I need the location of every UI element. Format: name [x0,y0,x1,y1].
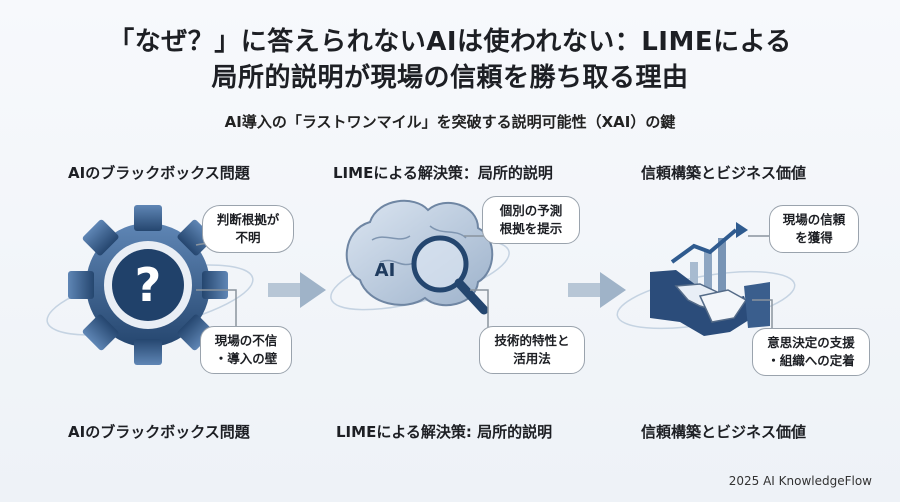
arrow-right-icon [268,272,326,308]
handshake-chart-icon [616,222,796,336]
callout-distrust-barrier: 現場の不信 ・導入の壁 [200,326,292,374]
credit-footer: 2025 AI KnowledgeFlow [728,474,872,488]
column-3-footer: 信頼構築とビジネス価値 [641,423,807,441]
page-title: 「なぜ？」に答えられないAIは使われない：LIMEによる 局所的説明が現場の信頼… [0,24,900,96]
page-subtitle: AI導入の「ラストワンマイル」を突破する説明可能性（XAI）の鍵 [224,113,676,131]
gear-question-icon: ? [46,205,254,365]
column-2-heading: LIMEによる解決策：局所的説明 [333,164,553,182]
column-1-heading: AIのブラックボックス問題 [68,164,250,182]
brain-ai-label: AI [375,260,396,281]
column-1-footer: AIのブラックボックス問題 [68,423,250,441]
arrow-right-icon-2 [568,272,626,308]
gear-question-mark: ? [135,258,162,312]
brain-magnifier-icon: AI [330,199,510,330]
column-3-heading: 信頼構築とビジネス価値 [641,164,807,182]
callout-individual-reasoning: 個別の予測 根拠を提示 [482,196,580,244]
callout-unclear-reasoning: 判断根拠が 不明 [202,205,294,253]
callout-technical-features: 技術的特性と 活用法 [479,326,585,374]
callout-gain-trust: 現場の信頼 を獲得 [769,205,859,253]
title-line-1: 「なぜ？」に答えられないAIは使われない：LIMEによる [108,27,792,57]
callout-decision-support: 意思決定の支援 ・組織への定着 [752,328,870,376]
title-line-2: 局所的説明が現場の信頼を勝ち取る理由 [211,63,689,93]
column-2-footer: LIMEによる解決策: 局所的説明 [336,423,553,441]
